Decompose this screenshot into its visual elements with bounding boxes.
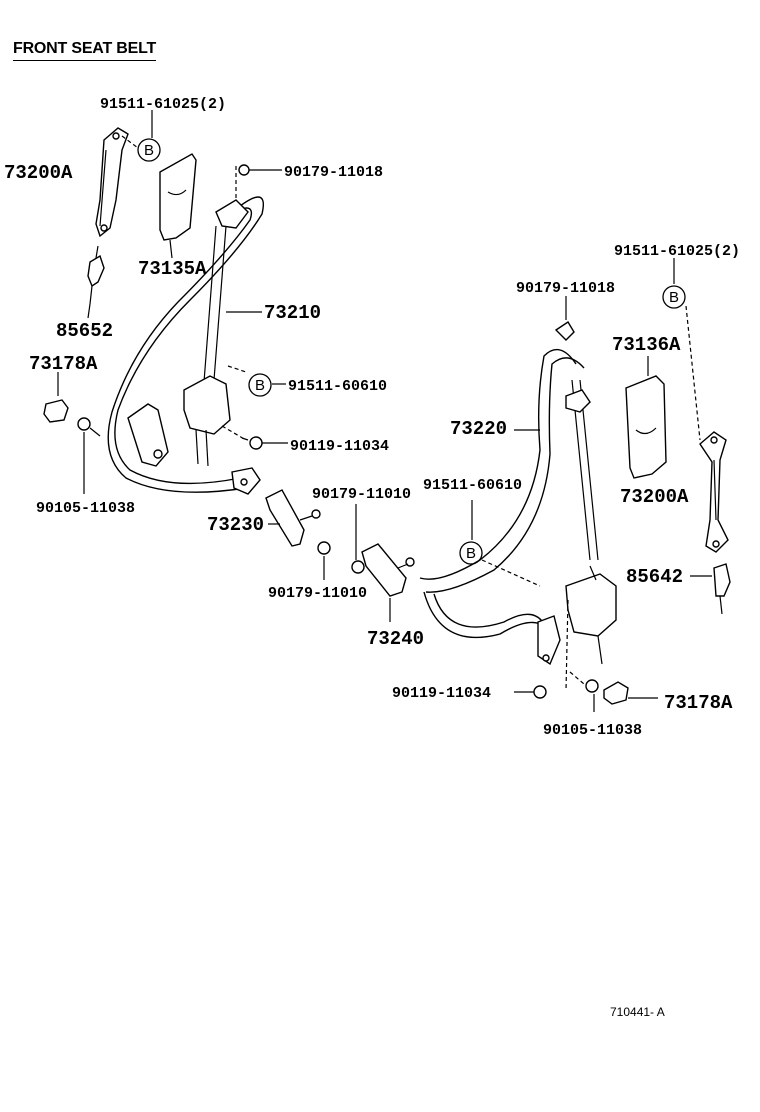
bolt-90105-11038-right [585,679,599,693]
label-73200A: 73200A [620,486,689,508]
label-90179-11010: 90179-11010 [312,486,411,503]
belt-anchor-plate-left [127,403,261,495]
label-90105-11038: 90105-11038 [36,500,135,517]
bolt-marker-b: B [662,285,686,309]
bolt-90119-11034-left [241,436,263,450]
label-91511-60610: 91511-60610 [288,378,387,395]
cap-73178A-left [43,399,69,423]
svg-text:B: B [466,545,476,562]
buckle-73240 [361,543,415,597]
nut-90179-11010-left [317,541,331,555]
label-85652: 85652 [56,320,113,342]
svg-text:B: B [669,289,679,306]
seat-belt-73220 [419,348,599,666]
anchor-bolt-right-top [554,321,575,341]
height-adjuster-left [95,127,129,238]
bolt-85642 [713,563,731,615]
label-91511-60610: 91511-60610 [423,477,522,494]
label-73135A: 73135A [138,258,207,280]
svg-text:B: B [255,377,265,394]
label-91511-61025: 91511-61025(2) [100,96,226,113]
label-73200A: 73200A [4,162,73,184]
reference-code: 710441- A [610,1005,665,1019]
height-adjuster-right [699,431,729,553]
svg-text:B: B [144,142,154,159]
cap-73178A-right [603,681,629,705]
label-73136A: 73136A [612,334,681,356]
pillar-cover-73135A [159,153,197,241]
bolt-85652 [87,245,105,305]
diagram-title: FRONT SEAT BELT [13,40,156,61]
buckle-73230 [265,489,321,547]
label-85642: 85642 [626,566,683,588]
nut-90179-11010-right [351,560,365,574]
bolt-90105-11038-left [77,417,101,437]
label-73220: 73220 [450,418,507,440]
seat-belt-73210 [107,196,264,493]
retractor-left [183,375,231,467]
anchor-bolt-left-top [238,164,250,176]
bolt-marker-b: B [137,138,161,162]
label-90119-11034: 90119-11034 [290,438,389,455]
bolt-marker-b: B [248,373,272,397]
label-90179-11018: 90179-11018 [516,280,615,297]
label-73240: 73240 [367,628,424,650]
label-90179-11018: 90179-11018 [284,164,383,181]
label-73210: 73210 [264,302,321,324]
label-90119-11034: 90119-11034 [392,685,491,702]
label-90179-11010: 90179-11010 [268,585,367,602]
pillar-cover-73136A [625,375,667,479]
bolt-90119-11034-right [533,685,547,699]
label-90105-11038: 90105-11038 [543,722,642,739]
label-73230: 73230 [207,514,264,536]
bolt-marker-b: B [459,541,483,565]
label-73178A: 73178A [29,353,98,375]
retractor-right [565,565,617,665]
label-73178A: 73178A [664,692,733,714]
label-91511-61025: 91511-61025(2) [614,243,740,260]
